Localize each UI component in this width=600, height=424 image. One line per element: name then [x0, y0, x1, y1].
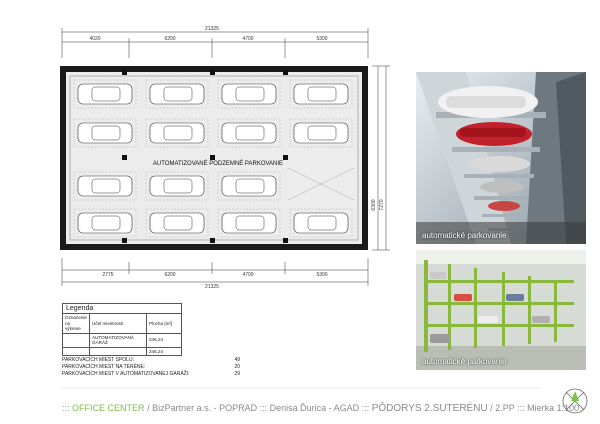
legend-total-row: 246,24: [62, 346, 182, 356]
car-bay: [217, 171, 281, 201]
car-bay: [289, 79, 353, 109]
bottom-total-dim: 21325: [205, 284, 219, 290]
photo-caption-1: automatické parkovanie: [422, 231, 507, 240]
car-bay: [145, 171, 209, 201]
drawing-title: PÔDORYS 2.SUTERÉNU: [371, 403, 488, 414]
sheet-id: 2.PP: [495, 403, 515, 413]
top-total-dim: 21325: [205, 26, 219, 32]
legend-col-area: Plocha [m²]: [146, 313, 182, 334]
parking-stats: PARKOVACÍCH MIEST SPOLU: 49 PARKOVACÍCH …: [62, 357, 240, 378]
photo-parking-rack: automatické parkovanie: [416, 250, 586, 370]
parking-rack-image: [416, 250, 586, 370]
parking-bays: [73, 79, 353, 238]
right-dim-2: 7270: [379, 199, 385, 210]
car-bay: [73, 171, 137, 201]
stat-value: 29: [234, 371, 240, 377]
author-name: Denisa Ďurica - AGAD: [269, 403, 360, 413]
photo-caption-2: automatické parkovanie: [422, 357, 507, 366]
right-dim-1: 6300: [371, 199, 377, 210]
bottom-dimensions: [61, 258, 369, 286]
list-item: PARKOVACÍCH MIEST SPOLU: 49: [62, 357, 240, 364]
title-block: ::: OFFICE CENTER / BizPartner a.s. - PO…: [62, 403, 580, 414]
stat-label: PARKOVACÍCH MIEST SPOLU:: [62, 357, 134, 363]
stat-value: 20: [234, 364, 240, 370]
car-bay: [73, 79, 137, 109]
company-name: BizPartner a.s. - POPRAD: [152, 403, 258, 413]
bottom-dim-1: 2775: [102, 272, 113, 278]
top-dim-3: 4700: [242, 36, 253, 42]
car-bay: [73, 208, 137, 238]
right-dimensions: [372, 65, 390, 251]
top-dim-2: 6200: [164, 36, 175, 42]
center-label: AUTOMATIZOVANÉ PODZEMNÉ PARKOVANIE: [153, 160, 283, 167]
car-bay: [217, 79, 281, 109]
bottom-dim-4: 5300: [316, 272, 327, 278]
table-row: AUTOMATIZOVANÁ GARÁŽ 246,24: [62, 332, 182, 348]
car-bay: [217, 118, 281, 148]
list-item: PARKOVACÍCH MIEST V AUTOMATIZOVANEJ GARÁ…: [62, 371, 240, 378]
empty-bay-cross: [287, 167, 355, 201]
stat-label: PARKOVACÍCH MIEST NA TERÉNE:: [62, 364, 146, 370]
legend: Legenda Označenie na výkrese Účel miestn…: [62, 303, 182, 356]
top-dim-1: 4020: [89, 36, 100, 42]
north-arrow-icon: [562, 388, 588, 414]
top-dimensions: [61, 28, 369, 58]
top-dim-4: 5300: [316, 36, 327, 42]
stat-label: PARKOVACÍCH MIEST V AUTOMATIZOVANEJ GARÁ…: [62, 371, 190, 377]
legend-row-purpose: AUTOMATIZOVANÁ GARÁŽ: [89, 332, 147, 348]
scale-label: Mierka 1:100: [527, 403, 580, 413]
legend-total: 246,24: [146, 346, 182, 356]
stat-value: 49: [234, 357, 240, 363]
car-bay: [145, 208, 209, 238]
list-item: PARKOVACÍCH MIEST NA TERÉNE: 20: [62, 364, 240, 371]
car-bay: [145, 79, 209, 109]
legend-header-row: Označenie na výkrese Účel miestnosti Plo…: [62, 313, 182, 334]
bottom-dim-2: 6200: [164, 272, 175, 278]
parking-tower-image: [416, 72, 586, 244]
legend-col-purpose: Účel miestnosti: [89, 313, 147, 334]
structural-columns: [122, 70, 288, 243]
photo-parking-tower: automatické parkovanie: [416, 72, 586, 244]
legend-row-area: 246,24: [146, 332, 182, 348]
footer-sep: :::: [62, 403, 70, 413]
car-bay: [145, 118, 209, 148]
bottom-dim-3: 4700: [242, 272, 253, 278]
legend-col-mark: Označenie na výkrese: [62, 313, 90, 334]
project-name: OFFICE CENTER: [72, 403, 145, 413]
legend-table: Označenie na výkrese Účel miestnosti Plo…: [62, 313, 182, 356]
car-bay: [289, 118, 353, 148]
car-bay: [289, 208, 353, 238]
legend-title: Legenda: [62, 303, 182, 313]
car-bay: [217, 208, 281, 238]
car-bay: [73, 118, 137, 148]
